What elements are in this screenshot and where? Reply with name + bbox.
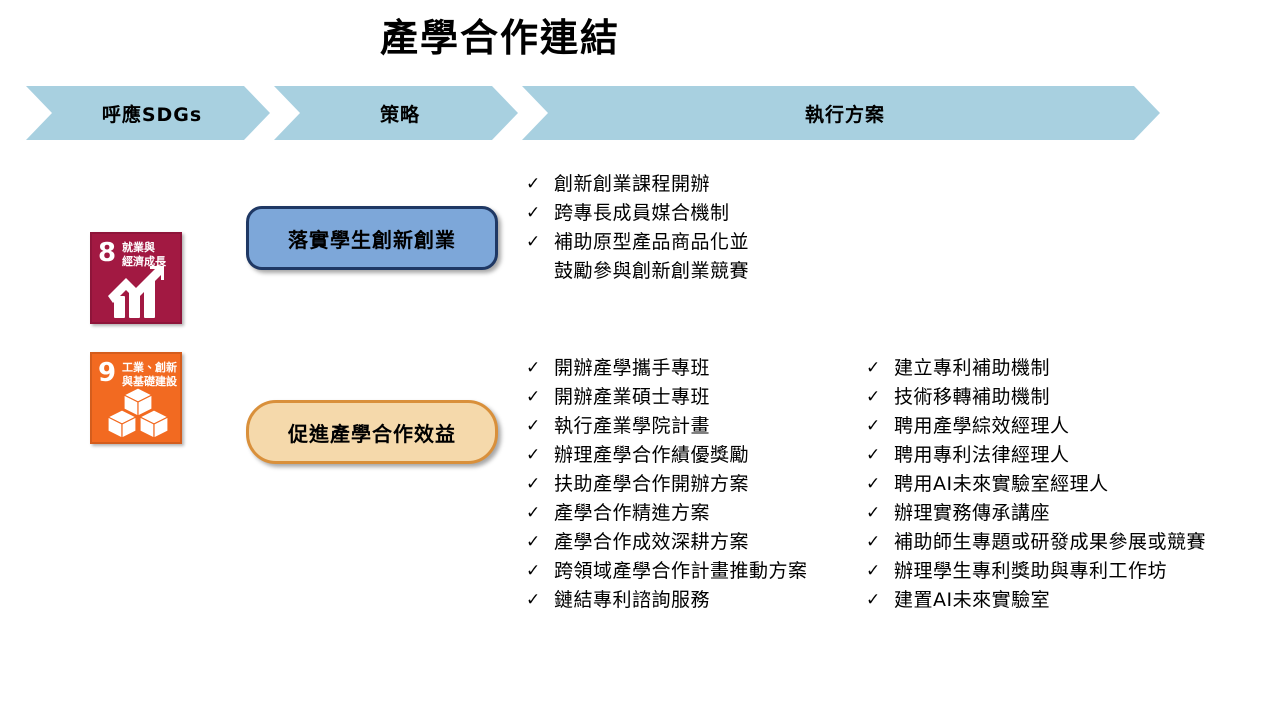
plan-item-label: 產學合作精進方案 [554, 502, 711, 524]
list-item[interactable]: ✓ 技術移轉補助機制 [866, 383, 1206, 412]
list-item[interactable]: ✓ 建置AI未來實驗室 [866, 586, 1206, 615]
sdg-8-label-line2: 經濟成長 [122, 254, 166, 268]
process-banner: 呼應SDGs 策略 執行方案 [26, 86, 1160, 140]
sdg-8-number: 8 [98, 238, 117, 268]
strategy-pill-industry-academia[interactable]: 促進產學合作效益 [246, 400, 498, 464]
chevron-action-plan[interactable]: 執行方案 [522, 86, 1160, 140]
list-item[interactable]: ✓ 跨領域產學合作計畫推動方案 [526, 557, 808, 586]
check-icon: ✓ [526, 232, 541, 252]
chevron-sdgs-label: 呼應SDGs [101, 103, 203, 126]
plan-item-label: 辦理學生專利獎助與專利工作坊 [894, 560, 1168, 582]
list-item[interactable]: ✓ 創新創業課程開辦 [526, 170, 749, 199]
plan-item-label: 建立專利補助機制 [894, 357, 1051, 379]
strategy-pill-2-label: 促進產學合作效益 [288, 421, 456, 446]
check-icon: ✓ [866, 590, 881, 610]
sdg-9-number: 9 [98, 358, 117, 388]
plan-item-label: 辦理產學合作績優獎勵 [554, 444, 750, 466]
chevron-action-plan-label: 執行方案 [804, 103, 885, 126]
check-icon: ✓ [866, 387, 881, 407]
growth-chart-arrow-icon [108, 266, 164, 318]
plan-item-label: 聘用產學綜效經理人 [894, 415, 1070, 437]
check-icon: ✓ [866, 474, 881, 494]
check-icon: ✓ [526, 174, 541, 194]
list-item[interactable]: ✓ 產學合作精進方案 [526, 499, 808, 528]
check-icon: ✓ [866, 503, 881, 523]
list-item[interactable]: ✓ 扶助產學合作開辦方案 [526, 470, 808, 499]
sdg-9-label-line1: 工業、創新 [122, 361, 177, 374]
chevron-strategy-label: 策略 [379, 103, 420, 126]
plan-list-industry-academia-left: ✓ 開辦產學攜手專班 ✓ 開辦產業碩士專班 ✓ 執行產業學院計畫 ✓ 辦理產學合… [526, 354, 808, 615]
list-item[interactable]: ✓ 產學合作成效深耕方案 [526, 528, 808, 557]
sdg-9-label: 工業、創新 與基礎建設 [122, 361, 177, 389]
check-icon: ✓ [526, 387, 541, 407]
list-item[interactable]: ✓ 鏈結專利諮詢服務 [526, 586, 808, 615]
plan-item-label: 產學合作成效深耕方案 [554, 531, 750, 553]
plan-item-label: 補助師生專題或研發成果參展或競賽 [894, 531, 1207, 553]
plan-item-label-line1: 補助原型產品商品化並 [554, 231, 750, 253]
list-item[interactable]: ✓ 開辦產學攜手專班 [526, 354, 808, 383]
list-item[interactable]: ✓ 辦理實務傳承講座 [866, 499, 1206, 528]
plan-item-label: 執行產業學院計畫 [554, 415, 711, 437]
strategy-pill-1-label: 落實學生創新創業 [288, 227, 456, 252]
list-item[interactable]: ✓ 辦理學生專利獎助與專利工作坊 [866, 557, 1206, 586]
plan-item-label: 跨領域產學合作計畫推動方案 [554, 560, 808, 582]
sdg-8-label: 就業與 經濟成長 [122, 241, 177, 269]
check-icon: ✓ [526, 203, 541, 223]
check-icon: ✓ [866, 532, 881, 552]
plan-item-label: 跨專長成員媒合機制 [554, 202, 730, 224]
check-icon: ✓ [526, 474, 541, 494]
list-item[interactable]: ✓ 跨專長成員媒合機制 [526, 199, 749, 228]
list-item[interactable]: ✓ 聘用AI未來實驗室經理人 [866, 470, 1206, 499]
check-icon: ✓ [866, 561, 881, 581]
check-icon: ✓ [526, 358, 541, 378]
list-item[interactable]: ✓ 開辦產業碩士專班 [526, 383, 808, 412]
plan-list-industry-academia-right: ✓ 建立專利補助機制 ✓ 技術移轉補助機制 ✓ 聘用產學綜效經理人 ✓ 聘用專利… [866, 354, 1206, 615]
list-item[interactable]: ✓ 聘用專利法律經理人 [866, 441, 1206, 470]
check-icon: ✓ [866, 416, 881, 436]
plan-item-label: 聘用專利法律經理人 [894, 444, 1070, 466]
page-title: 產學合作連結 [379, 16, 620, 60]
chevron-strategy[interactable]: 策略 [274, 86, 518, 140]
plan-item-label: 辦理實務傳承講座 [894, 502, 1051, 524]
plan-item-label-line2: 鼓勵參與創新創業競賽 [554, 260, 750, 282]
plan-item-label: 聘用AI未來實驗室經理人 [894, 473, 1109, 495]
list-item[interactable]: ✓ 建立專利補助機制 [866, 354, 1206, 383]
check-icon: ✓ [526, 532, 541, 552]
sdg-9-label-line2: 與基礎建設 [122, 374, 177, 388]
plan-item-label: 建置AI未來實驗室 [894, 589, 1051, 611]
plan-item-label: 扶助產學合作開辦方案 [554, 473, 750, 495]
chevron-sdgs[interactable]: 呼應SDGs [26, 86, 270, 140]
check-icon: ✓ [526, 590, 541, 610]
check-icon: ✓ [866, 445, 881, 465]
check-icon: ✓ [866, 358, 881, 378]
sdg-icon-9: 9 工業、創新 與基礎建設 [90, 352, 182, 444]
strategy-pill-student-innovation[interactable]: 落實學生創新創業 [246, 206, 498, 270]
list-item[interactable]: ✓ 補助原型產品商品化並 鼓勵參與創新創業競賽 [526, 228, 749, 286]
check-icon: ✓ [526, 445, 541, 465]
check-icon: ✓ [526, 561, 541, 581]
plan-list-student-innovation: ✓ 創新創業課程開辦 ✓ 跨專長成員媒合機制 ✓ 補助原型產品商品化並 鼓勵參與… [526, 170, 749, 286]
plan-item-label: 開辦產學攜手專班 [554, 357, 711, 379]
plan-item-label: 技術移轉補助機制 [894, 386, 1051, 408]
plan-item-label: 創新創業課程開辦 [554, 173, 711, 195]
list-item[interactable]: ✓ 執行產業學院計畫 [526, 412, 808, 441]
list-item[interactable]: ✓ 辦理產學合作績優獎勵 [526, 441, 808, 470]
list-item[interactable]: ✓ 補助師生專題或研發成果參展或競賽 [866, 528, 1206, 557]
check-icon: ✓ [526, 503, 541, 523]
plan-item-label: 開辦產業碩士專班 [554, 386, 711, 408]
plan-item-label: 補助原型產品商品化並 鼓勵參與創新創業競賽 [554, 228, 749, 286]
list-item[interactable]: ✓ 聘用產學綜效經理人 [866, 412, 1206, 441]
sdg-8-label-line1: 就業與 [122, 241, 155, 254]
cubes-infrastructure-icon [106, 387, 170, 439]
check-icon: ✓ [526, 416, 541, 436]
sdg-icon-8: 8 就業與 經濟成長 [90, 232, 182, 324]
plan-item-label: 鏈結專利諮詢服務 [554, 589, 711, 611]
